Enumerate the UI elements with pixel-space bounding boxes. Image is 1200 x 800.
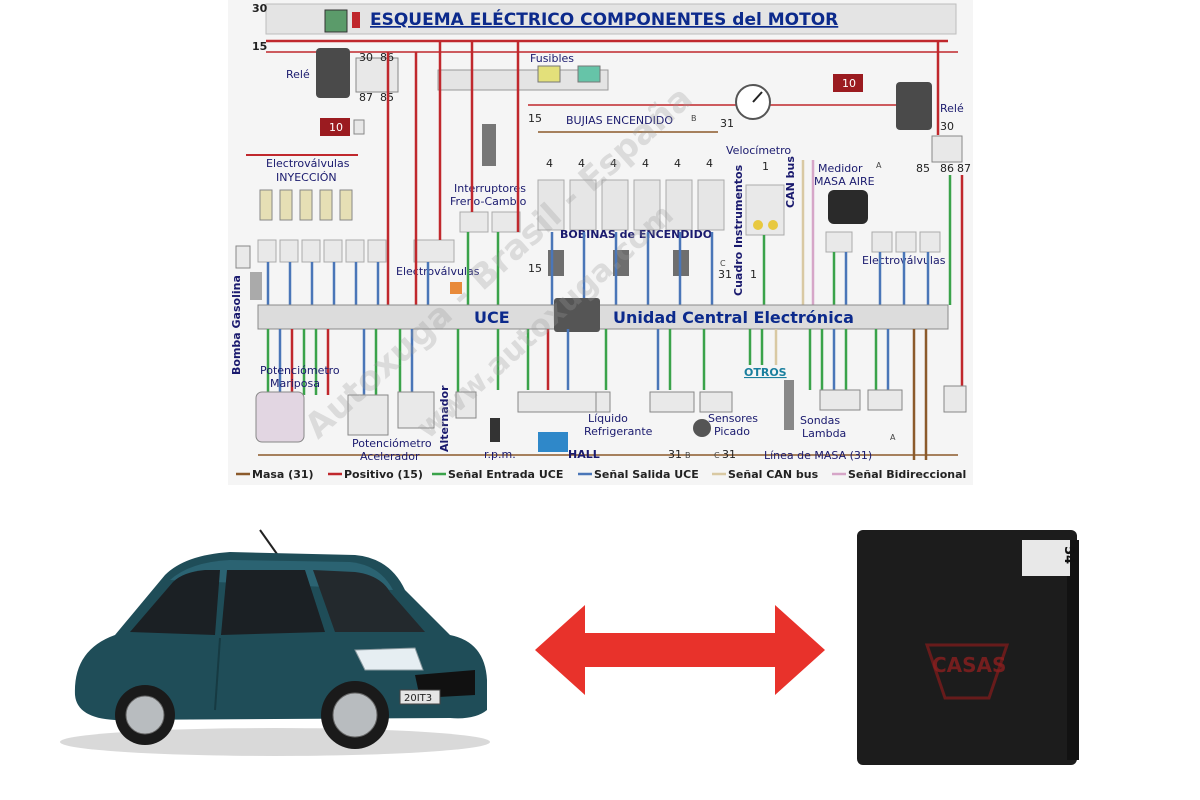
svg-text:C: C xyxy=(714,451,720,460)
svg-text:15: 15 xyxy=(528,262,542,275)
svg-text:Mariposa: Mariposa xyxy=(270,377,320,390)
svg-text:Relé: Relé xyxy=(940,102,964,115)
svg-text:CAN bus: CAN bus xyxy=(784,156,797,208)
svg-text:30: 30 xyxy=(940,120,954,133)
svg-text:Unidad Central Electrónica: Unidad Central Electrónica xyxy=(613,308,854,327)
legend-item: Señal Bidireccional xyxy=(848,468,966,481)
speedometer-icon xyxy=(735,84,771,120)
fuses-block: Fusibles xyxy=(437,52,609,91)
knock-sensor-icon xyxy=(693,419,711,437)
svg-text:Potenciómetro: Potenciómetro xyxy=(260,364,340,377)
svg-text:30: 30 xyxy=(359,51,373,64)
fuse-icon xyxy=(324,9,348,33)
svg-text:Fusibles: Fusibles xyxy=(530,52,574,65)
hall-sensor-icon xyxy=(538,432,568,452)
ecu-bar: UCE Unidad Central Electrónica xyxy=(257,298,949,332)
svg-text:10: 10 xyxy=(329,121,343,134)
svg-text:B: B xyxy=(685,451,691,460)
svg-text:10: 10 xyxy=(842,77,856,90)
svg-text:C: C xyxy=(720,259,726,268)
svg-text:Electroválvulas: Electroválvulas xyxy=(266,157,350,170)
rpm-sensor-icon xyxy=(490,418,500,442)
svg-text:Interruptores: Interruptores xyxy=(454,182,526,195)
coil-numbers: 4 4 4 4 4 4 xyxy=(546,157,713,170)
svg-text:Picado: Picado xyxy=(714,425,750,438)
svg-text:31: 31 xyxy=(718,268,732,281)
bidirectional-arrow-icon xyxy=(535,605,825,695)
svg-text:Relé: Relé xyxy=(286,68,310,81)
wiring-diagram: ESQUEMA ELÉCTRICO COMPONENTES del MOTOR … xyxy=(228,0,973,485)
svg-text:Refrigerante: Refrigerante xyxy=(584,425,653,438)
svg-text:MASA AIRE: MASA AIRE xyxy=(814,175,875,188)
brake-switch-icon xyxy=(482,124,496,166)
svg-text:1: 1 xyxy=(750,268,757,281)
svg-text:Lambda: Lambda xyxy=(802,427,846,440)
svg-text:BUJIAS ENCENDIDO: BUJIAS ENCENDIDO xyxy=(566,114,673,127)
legend-item: Señal Entrada UCE xyxy=(448,468,563,481)
legend-item: Positivo (15) xyxy=(344,468,423,481)
legend-item: Señal CAN bus xyxy=(728,468,819,481)
legend: Masa (31) Positivo (15) Señal Entrada UC… xyxy=(228,464,973,484)
fuse-10-right: 10 xyxy=(833,74,863,92)
svg-text:4: 4 xyxy=(546,157,553,170)
maf-sensor-icon xyxy=(828,190,868,224)
svg-text:31: 31 xyxy=(720,117,734,130)
svg-text:Sensores: Sensores xyxy=(708,412,758,425)
ecu-brand-logo: CASAS xyxy=(932,653,1006,677)
diagram-title: ESQUEMA ELÉCTRICO COMPONENTES del MOTOR xyxy=(370,8,838,30)
svg-text:86: 86 xyxy=(940,162,954,175)
svg-text:31: 31 xyxy=(722,448,736,461)
svg-text:UCE: UCE xyxy=(474,308,510,327)
svg-text:A: A xyxy=(890,433,896,442)
terminal-15: 15 xyxy=(252,40,267,53)
fuel-pump-motor-icon xyxy=(943,385,967,413)
car-badge: 20IT3 xyxy=(404,693,432,704)
svg-text:Alternador: Alternador xyxy=(438,385,451,452)
svg-text:Potenciómetro: Potenciómetro xyxy=(352,437,432,450)
svg-text:Línea de MASA (31): Línea de MASA (31) xyxy=(764,449,872,462)
svg-text:Líquido: Líquido xyxy=(588,412,628,425)
svg-text:4: 4 xyxy=(674,157,681,170)
svg-text:31: 31 xyxy=(668,448,682,461)
svg-text:87: 87 xyxy=(359,91,373,104)
svg-text:INYECCIÓN: INYECCIÓN xyxy=(276,171,337,184)
svg-text:4: 4 xyxy=(642,157,649,170)
svg-text:4: 4 xyxy=(706,157,713,170)
svg-text:r.p.m.: r.p.m. xyxy=(484,448,516,461)
svg-text:85: 85 xyxy=(916,162,930,175)
svg-text:87: 87 xyxy=(957,162,971,175)
relay-right: Relé 30 85 86 87 xyxy=(896,82,971,175)
svg-text:A: A xyxy=(876,161,882,170)
ecu-label-code: 54 xyxy=(1061,546,1076,564)
svg-text:4: 4 xyxy=(578,157,585,170)
throttle-body-icon xyxy=(255,391,305,443)
car-image: 20IT3 xyxy=(60,529,490,756)
svg-text:B: B xyxy=(691,114,697,123)
legend-item: Masa (31) xyxy=(252,468,314,481)
terminal-30: 30 xyxy=(252,2,268,15)
svg-text:Sondas: Sondas xyxy=(800,414,840,427)
svg-text:1: 1 xyxy=(762,160,769,173)
fuse-10-left: 10 xyxy=(320,118,365,136)
svg-text:Freno-Cambio: Freno-Cambio xyxy=(450,195,527,208)
ecu-module-image: 54 CASAS xyxy=(857,530,1079,765)
injection-valves: Electroválvulas INYECCIÓN xyxy=(259,157,353,221)
svg-text:Velocímetro: Velocímetro xyxy=(726,144,791,157)
svg-text:OTROS: OTROS xyxy=(744,366,787,379)
relay-left: Relé 30 86 87 85 xyxy=(286,48,399,104)
lambda-probe-icon xyxy=(784,380,794,430)
svg-text:Bomba Gasolina: Bomba Gasolina xyxy=(230,275,243,375)
svg-text:15: 15 xyxy=(528,112,542,125)
svg-text:BOBINAS de ENCENDIDO: BOBINAS de ENCENDIDO xyxy=(560,228,712,241)
svg-text:Acelerador: Acelerador xyxy=(360,450,420,463)
svg-text:Cuadro Instrumentos: Cuadro Instrumentos xyxy=(732,164,745,296)
legend-item: Señal Salida UCE xyxy=(594,468,699,481)
svg-text:4: 4 xyxy=(610,157,617,170)
svg-text:HALL: HALL xyxy=(568,448,600,461)
svg-text:Medidor: Medidor xyxy=(818,162,863,175)
